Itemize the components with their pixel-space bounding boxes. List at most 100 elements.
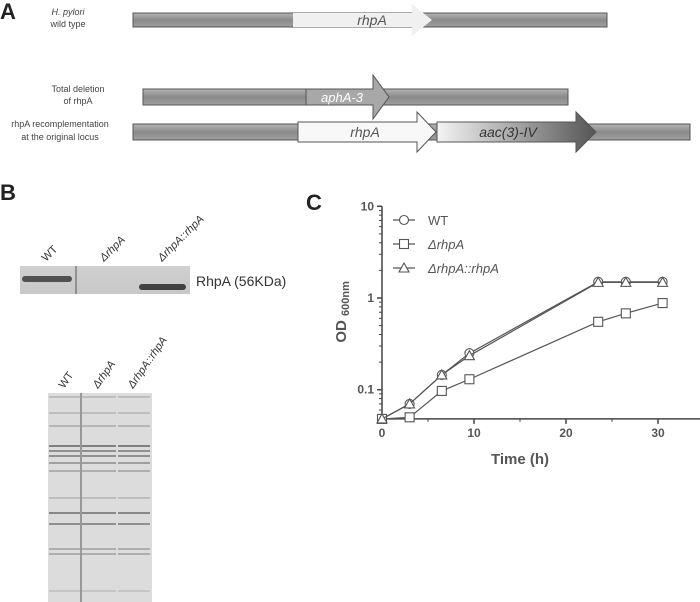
- construct-deletion: Total deletion of rhpA aphA-3: [51, 73, 569, 121]
- series-square: [376, 298, 668, 424]
- gel-band: [82, 450, 116, 452]
- x-tick-label: 30: [651, 426, 665, 440]
- construct-recomplementation: rhpA recomplementation at the original l…: [11, 110, 691, 154]
- gel-band: [49, 553, 80, 555]
- lane-label: WT: [57, 370, 77, 391]
- gel-band: [49, 523, 80, 525]
- gene-label: rhpA: [357, 12, 387, 28]
- x-tick-label: 20: [559, 426, 573, 440]
- gel-band: [118, 553, 150, 555]
- gel-band: [49, 470, 80, 472]
- x-tick-label: 0: [379, 426, 386, 440]
- legend-label: ΔrhpA: [427, 237, 464, 252]
- gene-label: aphA-3: [321, 90, 364, 105]
- gel-band: [82, 512, 116, 514]
- lane-label: WT: [40, 243, 61, 264]
- blot-label: RhpA (56KDa): [196, 273, 286, 289]
- marker-triangle: [619, 276, 632, 287]
- gel-band: [118, 445, 150, 447]
- panel-b: B WT ΔrhpA ΔrhpA::rhpA RhpA (56KDa) WT Δ…: [0, 180, 286, 602]
- gel-band: [118, 512, 150, 514]
- series-triangle: [376, 276, 669, 424]
- marker-square: [464, 374, 475, 385]
- protein-band: [22, 276, 72, 282]
- gel-band: [118, 455, 150, 457]
- row-caption-line: of rhpA: [63, 96, 92, 106]
- western-blot: WT ΔrhpA ΔrhpA::rhpA RhpA (56KDa): [20, 213, 286, 294]
- marker-triangle: [463, 349, 476, 361]
- gel-band: [49, 590, 80, 592]
- marker-square: [593, 316, 604, 327]
- gel-band: [49, 512, 80, 514]
- construct-wild-type: H. pylori wild type rhpA: [49, 4, 608, 36]
- lane-label: ΔrhpA: [97, 234, 128, 265]
- protein-band: [139, 284, 186, 290]
- gel-band: [82, 590, 116, 592]
- marker-triangle: [656, 276, 669, 287]
- coomassie-gel: WT ΔrhpA ΔrhpA::rhpA: [48, 335, 170, 602]
- gel-band: [82, 412, 116, 414]
- gel-band: [118, 470, 150, 472]
- marker-square: [436, 385, 447, 396]
- gel: [48, 393, 152, 602]
- y-tick-label: 0.1: [357, 383, 374, 397]
- y-tick-label: 10: [361, 199, 375, 213]
- gene-label: aac(3)-IV: [479, 124, 538, 140]
- marker-circle: [398, 214, 410, 226]
- marker-triangle: [376, 412, 388, 424]
- series-line: [381, 302, 663, 420]
- gel-band: [118, 425, 150, 427]
- gel-band: [118, 590, 150, 592]
- panel-label-c: C: [306, 190, 322, 215]
- row-caption-line: rhpA recomplementation: [11, 119, 109, 129]
- gel-band: [82, 497, 116, 499]
- y-tick-label: 1: [367, 291, 374, 305]
- legend-label: WT: [428, 213, 448, 228]
- gel-band: [118, 523, 150, 525]
- gel-band: [82, 396, 116, 398]
- gel-band: [118, 548, 150, 550]
- gel-band: [49, 396, 80, 398]
- x-axis-label: Time (h): [491, 451, 549, 468]
- gel-band: [82, 548, 116, 550]
- lane-label: ΔrhpA::rhpA: [155, 213, 207, 265]
- gel-band: [118, 450, 150, 452]
- marker-triangle: [403, 397, 416, 409]
- row-caption-line: wild type: [49, 19, 85, 29]
- gel-band: [82, 455, 116, 457]
- lane-label: ΔrhpA: [90, 359, 118, 392]
- gel-band: [118, 396, 150, 398]
- gel-band: [49, 455, 80, 457]
- marker-triangle: [435, 368, 448, 380]
- x-tick-label: 10: [467, 426, 481, 440]
- gel-band: [82, 553, 116, 555]
- gel-band: [49, 445, 80, 447]
- panel-label-a: A: [0, 0, 16, 24]
- marker-square: [620, 308, 631, 319]
- gene-arrow-aac3-IV: [436, 110, 597, 154]
- panel-label-b: B: [0, 180, 16, 205]
- gel-band: [49, 548, 80, 550]
- marker-square: [657, 298, 668, 309]
- marker-triangle: [398, 261, 410, 273]
- gel-band: [82, 523, 116, 525]
- legend-label: ΔrhpA::rhpA: [427, 261, 499, 276]
- series-line: [381, 281, 663, 420]
- panel-a: A H. pylori wild type rhpA Total deletio…: [0, 0, 691, 154]
- gel-band: [118, 412, 150, 414]
- gel-band: [82, 425, 116, 427]
- marker-square: [398, 238, 410, 250]
- gel-band: [82, 462, 116, 464]
- row-caption-line: H. pylori: [51, 7, 85, 17]
- row-caption-line: Total deletion: [51, 84, 104, 94]
- gene-arrow-aphA-3: [305, 73, 390, 121]
- gel-band: [49, 450, 80, 452]
- marker-square: [404, 412, 415, 423]
- gel-band: [82, 470, 116, 472]
- gel-band: [118, 497, 150, 499]
- lane-label: ΔrhpA::rhpA: [125, 335, 170, 392]
- row-caption-line: at the original locus: [21, 132, 99, 142]
